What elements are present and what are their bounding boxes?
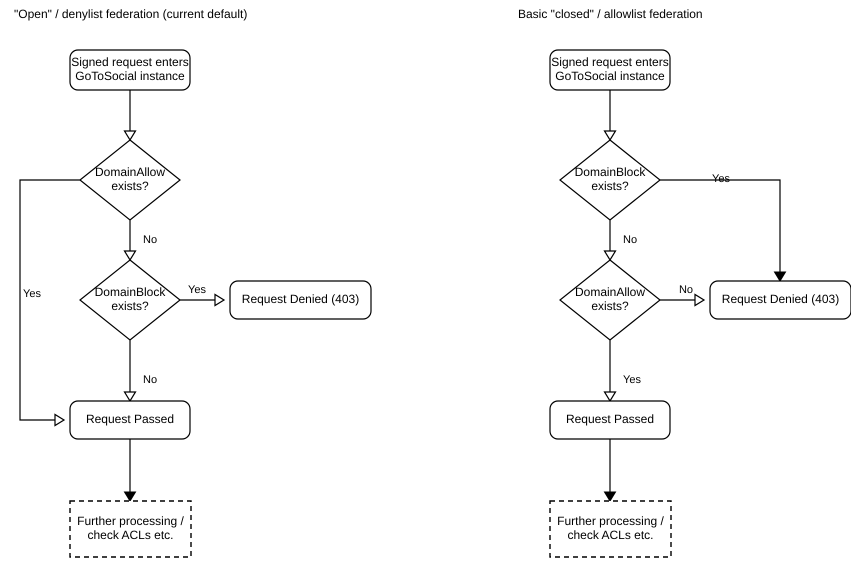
request-denied-node: Request Denied (403) [709,280,851,320]
edge-entry-to-domain-allow [123,90,137,142]
request-passed-node: Request Passed [69,400,191,440]
edge-label: Yes [712,173,730,185]
further-processing-node-label: Further processing /check ACLs etc. [557,514,664,542]
edge-label: Yes [23,288,41,300]
edge-label: No [143,234,157,246]
edge-label: Yes [188,284,206,296]
edge-domain-allow-no-to-domain-block: No [123,220,157,262]
edge-domain-allow-yes-to-passed: Yes [603,340,641,403]
request-denied-node-label: Request Denied (403) [722,292,839,306]
edge-entry-to-domain-block [603,90,617,142]
edge-passed-to-further-processing [603,439,617,502]
further-processing-node: Further processing /check ACLs etc. [69,500,192,558]
edge-passed-to-further-processing [123,439,137,502]
edge-label: No [623,234,637,246]
edge-domain-block-yes-to-denied: Yes [180,284,226,307]
edge-label: Yes [623,374,641,386]
edge-domain-block-no-to-domain-allow: No [603,220,637,262]
request-denied-node-label: Request Denied (403) [242,292,359,306]
edge-domain-allow-no-to-denied: No [660,284,706,307]
flowchart-allowlist: Basic "closed" / allowlist federationYes… [518,7,851,558]
edge-label: No [143,374,157,386]
chart-title: "Open" / denylist federation (current de… [14,7,247,21]
edge-domain-block-no-to-passed: No [123,340,157,403]
edge-domain-allow-yes-to-passed: Yes [19,179,80,427]
flowchart-denylist: "Open" / denylist federation (current de… [14,7,372,558]
chart-title: Basic "closed" / allowlist federation [518,7,703,21]
request-denied-node: Request Denied (403) [229,280,372,320]
further-processing-node-label: Further processing /check ACLs etc. [77,514,184,542]
request-passed-node-label: Request Passed [86,412,174,426]
request-passed-node: Request Passed [549,400,671,440]
further-processing-node: Further processing /check ACLs etc. [549,500,672,558]
edge-label: No [679,284,693,296]
edge-domain-block-yes-to-denied: Yes [660,173,787,282]
request-passed-node-label: Request Passed [566,412,654,426]
